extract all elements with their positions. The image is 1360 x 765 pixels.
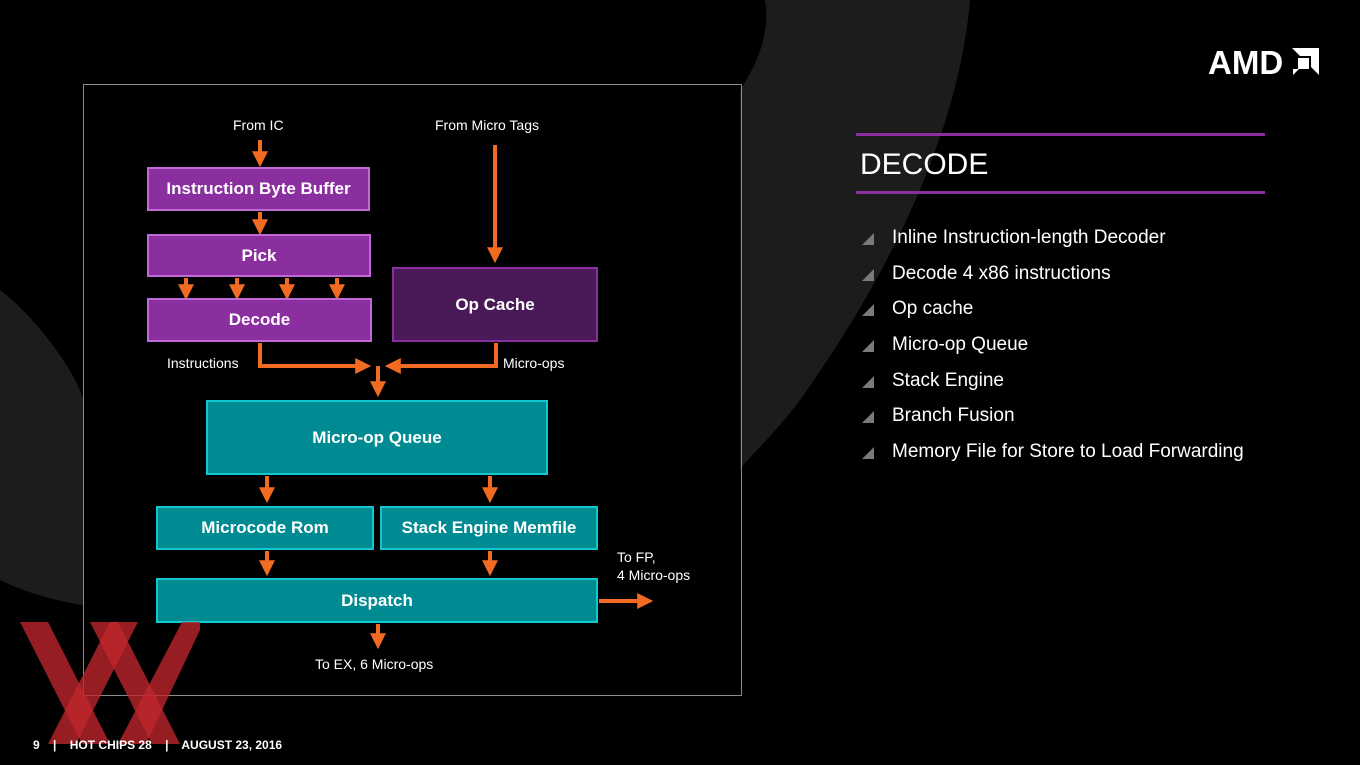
- title-rule-bottom: [856, 191, 1265, 194]
- to-fp-label-line1: To FP,: [617, 549, 656, 565]
- arrow-opcache-to-queue: [384, 343, 498, 374]
- page-number: 9: [33, 738, 40, 752]
- footer-event: HOT CHIPS 28: [69, 738, 152, 752]
- footer-separator: |: [53, 738, 57, 752]
- stack-engine-memfile-label: Stack Engine Memfile: [401, 518, 577, 537]
- bullet-item: Memory File for Store to Load Forwarding: [862, 434, 1244, 470]
- to-fp-label-line2: 4 Micro-ops: [617, 567, 691, 583]
- instructions-label: Instructions: [167, 355, 239, 371]
- bullet-triangle-icon: [862, 446, 874, 459]
- bullet-item: Decode 4 x86 instructions: [862, 256, 1244, 292]
- dispatch-box: Dispatch: [156, 578, 598, 623]
- from-ic-label: From IC: [233, 117, 284, 133]
- amd-arrow-icon: [1292, 48, 1319, 75]
- pick-label: Pick: [241, 245, 277, 265]
- bullet-text: Op cache: [892, 298, 974, 320]
- micro-op-queue-box: Micro-op Queue: [206, 400, 548, 475]
- micro-op-queue-label: Micro-op Queue: [312, 427, 442, 447]
- section-title: DECODE: [860, 148, 989, 181]
- amd-logo-text: AMD: [1208, 44, 1283, 76]
- bullet-text: Branch Fusion: [892, 405, 1015, 427]
- decode-box: Decode: [147, 298, 372, 342]
- xx-watermark-icon: [20, 622, 200, 744]
- op-cache-label: Op Cache: [455, 294, 535, 314]
- instruction-byte-buffer-label: Instruction Byte Buffer: [166, 179, 351, 198]
- bullet-item: Inline Instruction-length Decoder: [862, 220, 1244, 256]
- microcode-rom-label: Microcode Rom: [201, 518, 329, 537]
- title-rule-top: [856, 133, 1265, 136]
- footer-separator: |: [165, 738, 169, 752]
- bullet-triangle-icon: [862, 411, 874, 424]
- bullet-triangle-icon: [862, 339, 874, 352]
- micro-ops-label: Micro-ops: [503, 355, 565, 371]
- arrow-decode-to-queue: [258, 343, 372, 374]
- bullet-item: Stack Engine: [862, 363, 1244, 399]
- stack-engine-memfile-box: Stack Engine Memfile: [380, 506, 598, 550]
- from-micro-tags-label: From Micro Tags: [435, 117, 539, 133]
- bullet-text: Decode 4 x86 instructions: [892, 262, 1111, 284]
- bullet-text: Inline Instruction-length Decoder: [892, 226, 1166, 248]
- microcode-rom-box: Microcode Rom: [156, 506, 374, 550]
- amd-logo-mark: AMD: [1208, 44, 1319, 81]
- amd-logo: AMD: [1208, 44, 1320, 81]
- to-ex-label: To EX, 6 Micro-ops: [315, 656, 434, 672]
- bullet-text: Stack Engine: [892, 369, 1004, 391]
- op-cache-box: Op Cache: [392, 267, 598, 342]
- bullet-text: Memory File for Store to Load Forwarding: [892, 440, 1244, 462]
- bullet-item: Micro-op Queue: [862, 327, 1244, 363]
- bullet-item: Branch Fusion: [862, 398, 1244, 434]
- decode-label: Decode: [228, 310, 291, 329]
- bullet-triangle-icon: [862, 375, 874, 388]
- bullet-triangle-icon: [862, 268, 874, 281]
- footer-date: AUGUST 23, 2016: [181, 738, 283, 752]
- bullet-item: Op cache: [862, 291, 1244, 327]
- pick-box: Pick: [147, 234, 371, 277]
- instruction-byte-buffer-box: Instruction Byte Buffer: [147, 167, 370, 211]
- bullet-triangle-icon: [862, 304, 874, 317]
- bullet-triangle-icon: [862, 232, 874, 245]
- bullet-list: Inline Instruction-length Decoder Decode…: [862, 220, 1244, 470]
- bullet-text: Micro-op Queue: [892, 333, 1029, 355]
- footer: 9 | HOT CHIPS 28 | AUGUST 23, 2016: [33, 738, 292, 752]
- diagram-frame: [83, 84, 742, 696]
- dispatch-label: Dispatch: [341, 590, 413, 610]
